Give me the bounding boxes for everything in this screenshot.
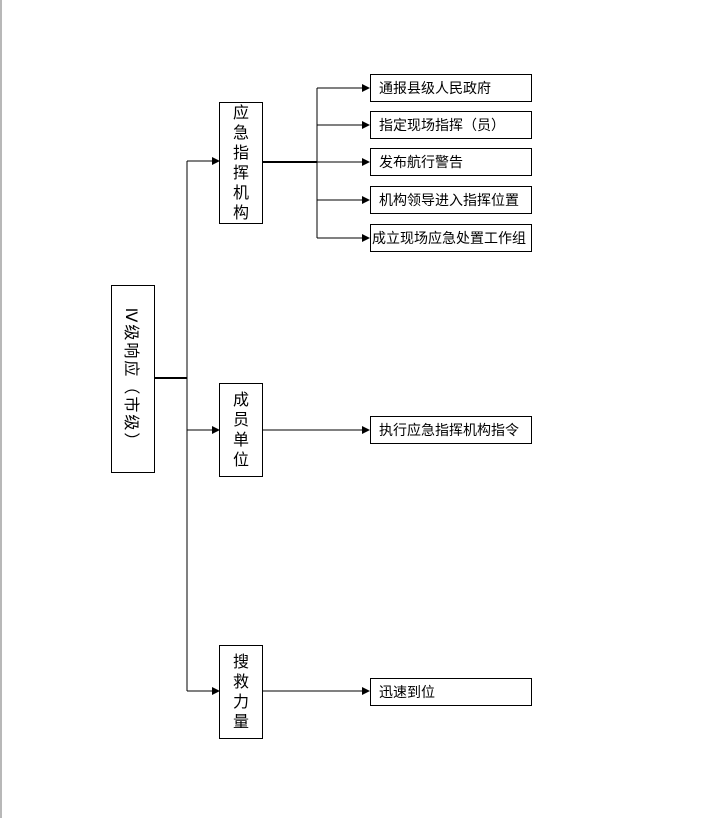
leaf-label: 发布航行警告	[379, 155, 463, 171]
leaf-label: 成立现场应急处置工作组	[372, 231, 526, 247]
command-char: 机	[232, 183, 249, 202]
rescue-char: 搜	[232, 652, 249, 671]
command-char: 构	[232, 203, 249, 222]
members-char: 位	[232, 450, 249, 469]
leaf-notify-county: 通报县级人民政府	[370, 74, 532, 102]
leaf-label: 指定现场指挥（员）	[379, 118, 505, 134]
root-node: Ⅳ级响应（市级）	[111, 285, 155, 473]
leaf-execute-orders: 执行应急指挥机构指令	[370, 416, 532, 444]
command-char: 急	[232, 123, 249, 142]
leaf-navigation-warning: 发布航行警告	[370, 148, 532, 176]
leaf-assign-commander: 指定现场指挥（员）	[370, 111, 532, 139]
members-char: 员	[232, 410, 249, 429]
leaf-leaders-position: 机构领导进入指挥位置	[370, 186, 532, 214]
root-label: Ⅳ级响应（市级）	[122, 307, 141, 451]
command-char: 指	[232, 143, 249, 162]
members-char: 成	[232, 390, 249, 409]
rescue-node: 搜 救 力 量	[219, 645, 263, 739]
rescue-char: 救	[232, 672, 249, 691]
leaf-label: 通报县级人民政府	[379, 81, 491, 97]
leaf-label: 执行应急指挥机构指令	[379, 423, 519, 439]
leaf-arrive-quickly: 迅速到位	[370, 678, 532, 706]
leaf-label: 迅速到位	[379, 685, 435, 701]
leaf-label: 机构领导进入指挥位置	[379, 193, 519, 209]
leaf-onsite-workgroup: 成立现场应急处置工作组	[370, 224, 532, 252]
members-char: 单	[232, 430, 249, 449]
rescue-char: 力	[232, 692, 249, 711]
command-char: 应	[232, 103, 249, 122]
members-node: 成 员 单 位	[219, 383, 263, 477]
rescue-char: 量	[232, 712, 249, 731]
command-node: 应 急 指 挥 机 构	[219, 102, 263, 224]
command-char: 挥	[232, 163, 249, 182]
